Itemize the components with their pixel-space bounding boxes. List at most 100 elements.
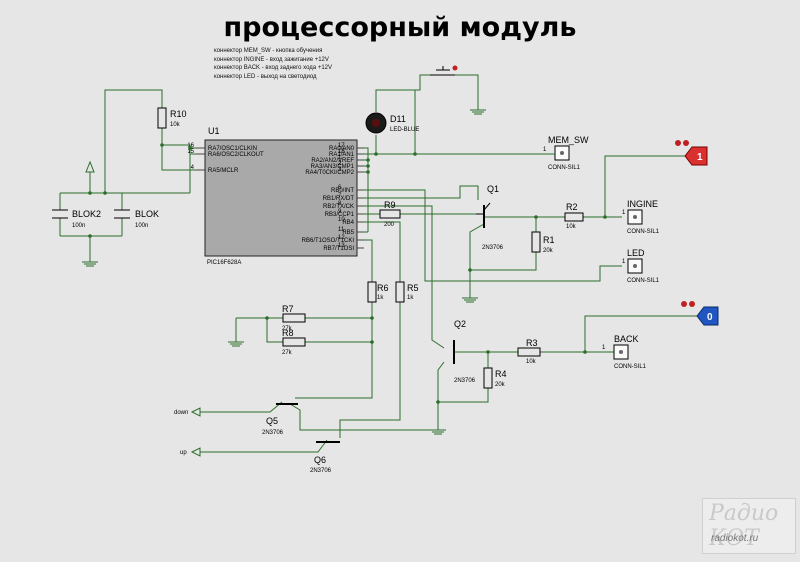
r10-val: 10k	[170, 122, 181, 128]
mcu-pin-number: 3	[338, 167, 342, 173]
transistor-q6: Q6 2N3706	[310, 441, 340, 474]
mcu-pin-number: 2	[338, 161, 342, 167]
probe-high: 1	[675, 140, 708, 166]
r8-val: 27k	[282, 350, 293, 356]
page-title: процессорный модуль	[223, 12, 577, 43]
ground-icon	[462, 297, 478, 303]
ground-icon	[228, 341, 244, 347]
r10-ref: R10	[170, 109, 187, 119]
r5-ref: R5	[407, 283, 419, 293]
q1-ref: Q1	[487, 184, 499, 194]
mcu-pin-name: RA6/OSC2/CLKOUT	[208, 152, 264, 158]
probe-low: 0	[681, 301, 719, 326]
output-down: down	[174, 407, 201, 417]
q5-ref: Q5	[266, 416, 278, 426]
resistor-r10: R10 10k	[157, 107, 187, 129]
transistor-q5: Q5 2N3706	[262, 403, 298, 436]
terminal-arrow-icon	[190, 447, 201, 457]
mcu-pin-number: 8	[338, 201, 342, 207]
mem-sw-ref: MEM_SW	[548, 135, 589, 145]
watermark-brand: Радио КОТ	[709, 501, 779, 551]
resistor-r9: R9 200	[379, 200, 401, 228]
probe-dot-icon	[681, 301, 687, 307]
r5-val: 1k	[407, 295, 414, 301]
ingine-ref: INGINE	[627, 199, 658, 209]
d11-val: LED-BLUE	[390, 127, 419, 133]
mcu-pin-number: 9	[338, 209, 342, 215]
probe-dot-icon	[452, 65, 458, 71]
mcu-pin-name: RB4	[342, 220, 354, 226]
ground-icon	[470, 109, 486, 115]
d11-ref: D11	[390, 114, 406, 124]
r1-val: 20k	[543, 248, 554, 254]
back-ref: BACK	[614, 334, 639, 344]
mcu-pin-number: 16	[187, 143, 194, 149]
r7-val: 27k	[282, 326, 293, 332]
junction-nodes	[88, 143, 607, 404]
note-line: коннектор BACK - вход заднего хода +12V	[214, 65, 332, 72]
mcu-pin-name: RB6/T1OSO/T1CKI	[302, 238, 355, 244]
mcu-pin-name: RA3/AN3/CMP1	[311, 164, 355, 170]
mcu-pin-number: 4	[191, 165, 195, 171]
connector-led: 1 LED CONN-SIL1	[622, 248, 660, 284]
mcu-pin-number: 1	[338, 155, 342, 161]
r9-ref: R9	[384, 200, 396, 210]
q2-ref: Q2	[454, 319, 466, 329]
led-pin: 1	[622, 259, 626, 265]
probe-dot-icon	[675, 140, 681, 146]
led-conn-ref: LED	[627, 248, 645, 258]
mcu-pin-number: 18	[338, 149, 345, 155]
back-val: CONN-SIL1	[614, 364, 647, 370]
terminal-arrow-icon	[190, 407, 201, 417]
connector-notes: коннектор MEM_SW - кнопка обучения конне…	[214, 47, 332, 81]
mcu-pin-number: 7	[338, 193, 342, 199]
r4-val: 20k	[495, 382, 506, 388]
vcc-arrow-icon	[85, 160, 95, 173]
r3-ref: R3	[526, 338, 538, 348]
resistor-r4: R4 20k	[483, 367, 507, 389]
probe-dot-icon	[683, 140, 689, 146]
q1-val: 2N3706	[482, 245, 504, 251]
output-up: up	[180, 447, 201, 457]
mcu-pin-name: RB5	[342, 230, 354, 236]
note-line: коннектор INGINE - вход зажигание +12V	[214, 56, 329, 63]
r1-ref: R1	[543, 235, 555, 245]
transistor-q1: Q1 2N3706	[476, 184, 504, 251]
watermark-url: radiokot.ru	[711, 533, 759, 544]
mem-sw-pin: 1	[543, 147, 547, 153]
q6-val: 2N3706	[310, 468, 332, 474]
mcu-pin-name: RB1/RX/DT	[323, 196, 355, 202]
ground-icon	[82, 261, 98, 267]
connector-back: 1 BACK CONN-SIL1	[602, 334, 647, 370]
mcu-pin-number: 6	[338, 185, 342, 191]
back-pin: 1	[602, 345, 606, 351]
transistor-q2: Q2 2N3706	[453, 319, 476, 384]
resistor-r2: R2 10k	[564, 202, 584, 230]
mcu-pin-name: RA5/MCLR	[208, 168, 239, 174]
mcu-pin-name: RB2/TX/CK	[323, 204, 354, 210]
wires	[59, 74, 697, 453]
resistor-r8: R8 27k	[282, 328, 306, 356]
capacitor-blok: BLOK 100n	[114, 209, 159, 229]
q2-val: 2N3706	[454, 378, 476, 384]
note-line: коннектор MEM_SW - кнопка обучения	[214, 48, 323, 54]
resistor-r7: R7 27k	[282, 304, 306, 332]
r7-ref: R7	[282, 304, 294, 314]
output-up-label: up	[180, 450, 187, 456]
probe-high-value: 1	[697, 152, 703, 163]
blok-ref: BLOK	[135, 209, 159, 219]
mcu-pin-name: RA4/T0CKI/CMP2	[305, 170, 354, 176]
mcu-pin-name: RB3/CCP1	[325, 212, 355, 218]
mcu-pin-number: 11	[338, 227, 345, 233]
mcu-pin-name: RA7/OSC1/CLKIN	[208, 146, 257, 152]
capacitors: BLOK2 100n BLOK 100n	[52, 209, 159, 229]
r8-ref: R8	[282, 328, 294, 338]
mcu-pin-name: RA2/AN2/VREF	[311, 158, 354, 164]
ground-symbols	[82, 109, 486, 435]
r2-ref: R2	[566, 202, 578, 212]
r4-ref: R4	[495, 369, 507, 379]
mcu-pin-number: 15	[187, 149, 194, 155]
